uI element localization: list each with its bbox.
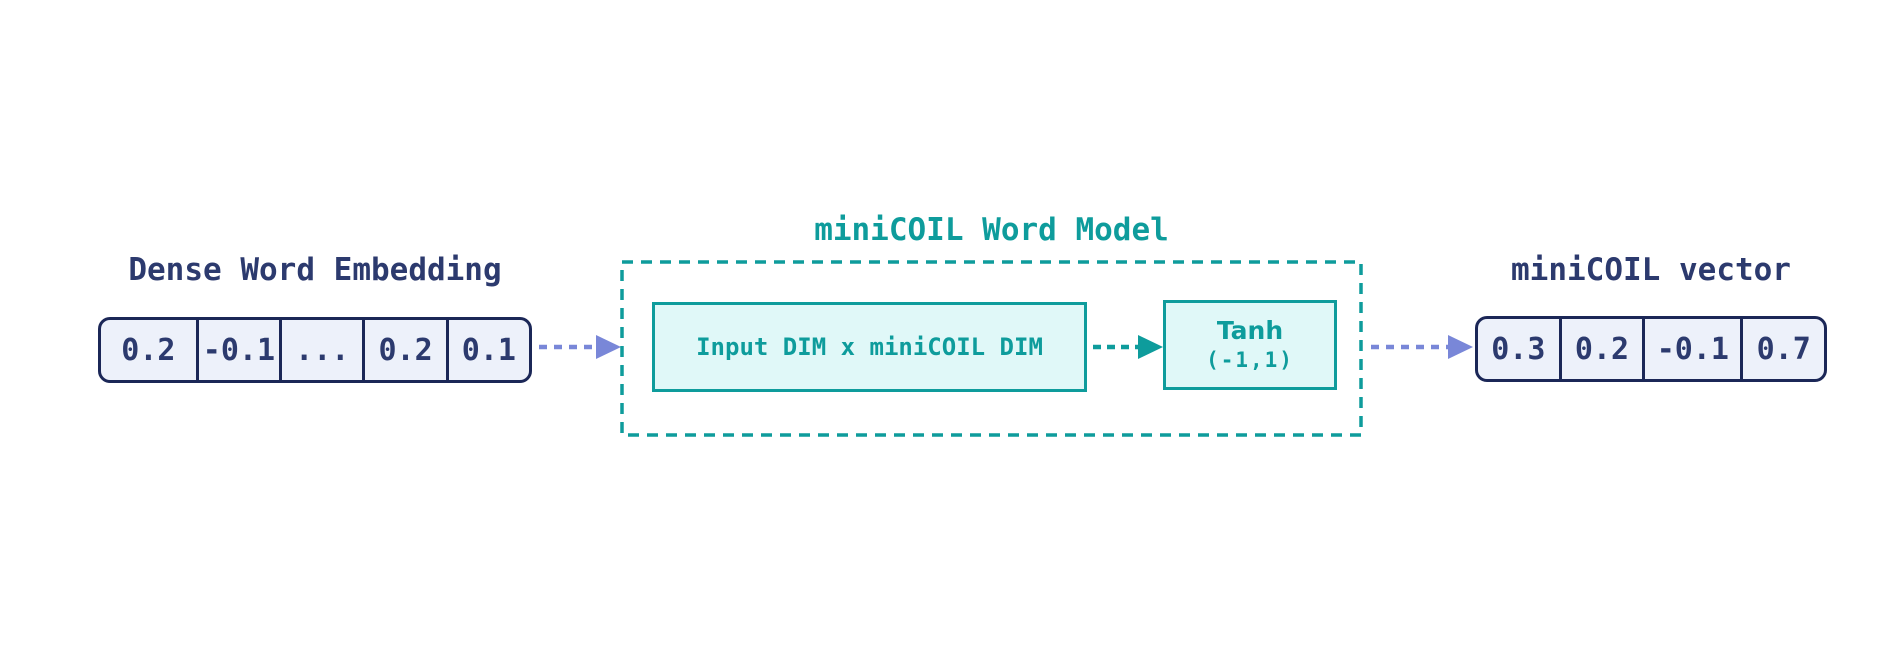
vector-cell: 0.3: [1491, 331, 1546, 367]
flow-arrow-matrix-to-tanh-icon: [1093, 335, 1163, 359]
minicoil-model-dashed-box: [620, 260, 1363, 437]
vector-cell: ...: [279, 320, 362, 380]
matrix-label: Input DIM x miniCOIL DIM: [696, 333, 1043, 361]
minicoil-model-title: miniCOIL Word Model: [814, 212, 1169, 248]
vector-cell: -0.1: [195, 320, 279, 380]
tanh-label: Tanh: [1216, 316, 1284, 345]
vector-cell: 0.1: [445, 320, 529, 380]
vector-cell: 0.7: [1740, 319, 1824, 379]
tanh-range: (-1,1): [1206, 348, 1294, 372]
tanh-box: Tanh (-1,1): [1163, 300, 1337, 390]
dense-embedding-title: Dense Word Embedding: [128, 252, 502, 288]
matrix-box: Input DIM x miniCOIL DIM: [652, 302, 1087, 392]
vector-cell: 0.2: [1558, 319, 1643, 379]
vector-cell: -0.1: [1642, 319, 1740, 379]
vector-cell: 0.2: [362, 320, 445, 380]
vector-cell: 0.2: [121, 332, 176, 368]
minicoil-vector-title: miniCOIL vector: [1511, 252, 1791, 288]
flow-arrow-input-icon: [539, 335, 621, 359]
flow-arrow-output-icon: [1371, 335, 1473, 359]
